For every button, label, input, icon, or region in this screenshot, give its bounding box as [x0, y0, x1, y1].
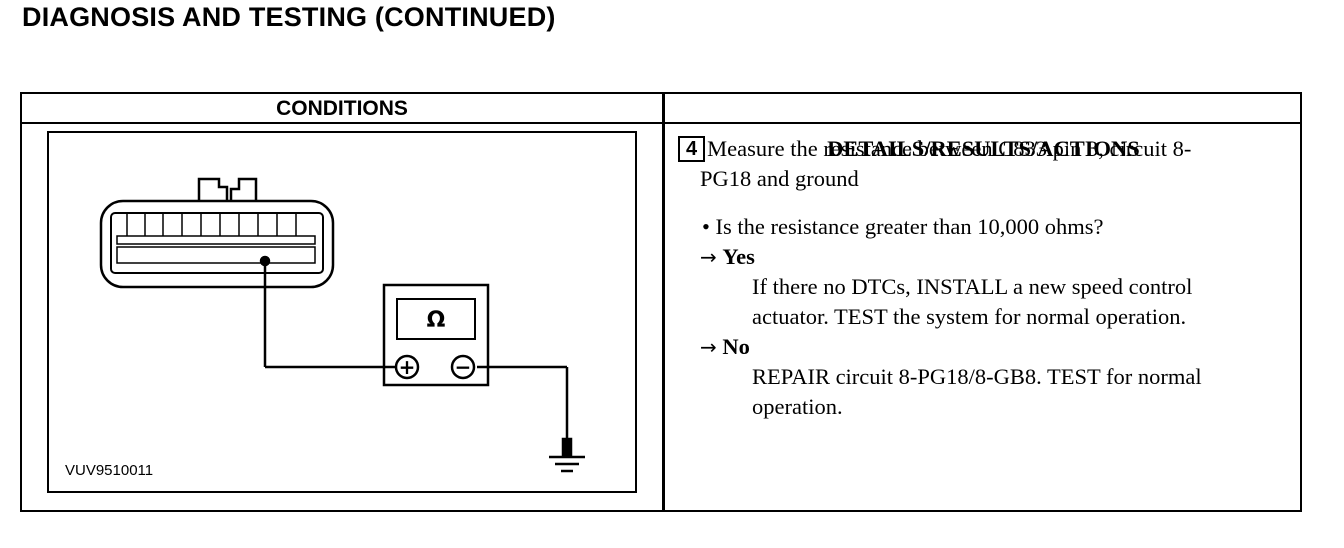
- connector-icon: [99, 177, 335, 289]
- no-label: No: [722, 334, 750, 359]
- positive-terminal: [394, 354, 420, 380]
- negative-terminal: [450, 354, 476, 380]
- ohm-symbol: Ω: [427, 308, 446, 333]
- yes-action-line1: If there no DTCs, INSTALL a new speed co…: [752, 274, 1193, 299]
- table-header-row: CONDITIONS DETAILS/RESULTS/ACTIONS: [22, 94, 1300, 161]
- wiring-diagram: Ω + −: [99, 177, 585, 473]
- step-text-line1: Measure the resistance between C833 pin …: [707, 136, 1192, 161]
- arrow-right-icon: →: [700, 335, 717, 359]
- diagnosis-table: CONDITIONS DETAILS/RESULTS/ACTIONS: [20, 92, 1302, 512]
- yes-label: Yes: [722, 244, 755, 269]
- page-title: DIAGNOSIS AND TESTING (CONTINUED): [22, 2, 556, 32]
- column-divider: [662, 94, 665, 510]
- ohmmeter-icon: Ω + −: [382, 283, 490, 387]
- svg-text:−: −: [455, 355, 472, 379]
- step-text-line2: PG18 and ground: [700, 166, 859, 191]
- figure-code: VUV9510011: [65, 462, 154, 479]
- details-column-header: DETAILS/RESULTS/ACTIONS: [827, 136, 1140, 161]
- ground-symbol-icon: [549, 437, 585, 473]
- no-action-line2: operation.: [752, 394, 843, 419]
- svg-text:+: +: [399, 355, 416, 379]
- step-number-badge: 4: [678, 136, 706, 162]
- conditions-column-header: CONDITIONS: [276, 97, 408, 120]
- no-action-line1: REPAIR circuit 8-PG18/8-GB8. TEST for no…: [752, 364, 1202, 389]
- test-leads: [259, 255, 569, 443]
- condition-figure: Ω + − VUV9510011: [47, 131, 637, 493]
- answer-yes: → Yes: [678, 242, 1298, 272]
- yes-action-line2: actuator. TEST the system for normal ope…: [752, 304, 1187, 329]
- arrow-right-icon: →: [700, 245, 717, 269]
- step-question: • Is the resistance greater than 10,000 …: [702, 214, 1104, 239]
- answer-no: → No: [678, 332, 1298, 362]
